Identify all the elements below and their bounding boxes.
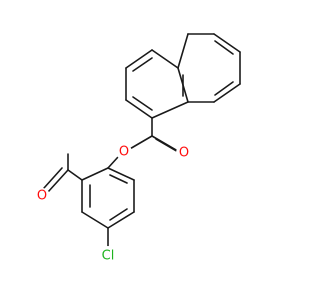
chlorine-label: Cl [102,249,115,264]
atom-labels: O O O Cl [34,144,192,266]
naphthalene-right-ring [177,33,241,103]
aldehyde-group [43,153,83,193]
ester-group [127,117,181,154]
carbonyl-oxygen-label: O [179,146,189,161]
ester-oxygen-label: O [119,145,129,160]
molecule-structure: O O O Cl [34,33,241,266]
naphthalene-left-ring [125,49,189,119]
aldehyde-oxygen-label: O [37,189,47,204]
chlorophenyl-ring [81,156,135,249]
